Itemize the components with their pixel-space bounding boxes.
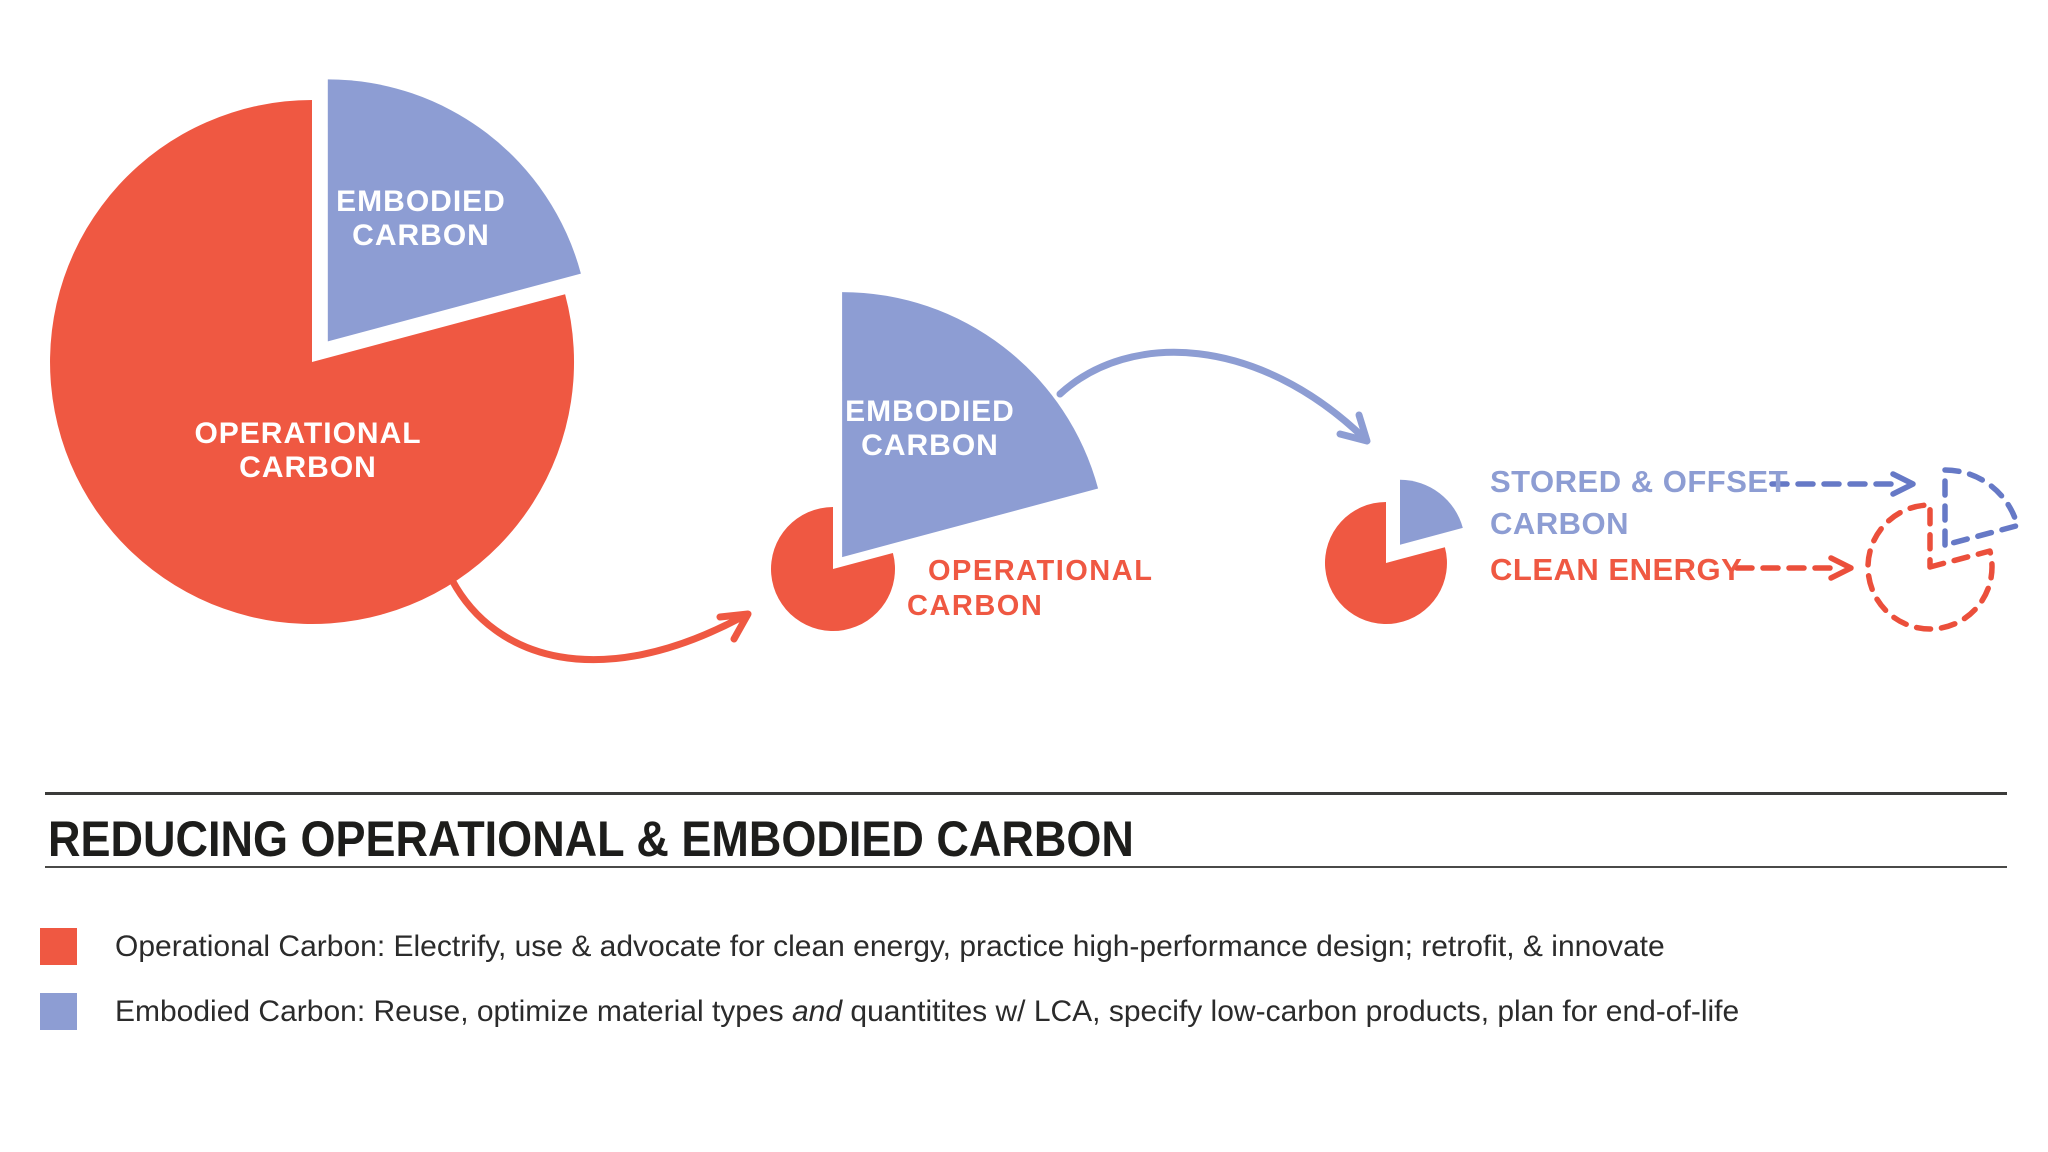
- big-pie-embodied-label-line2: CARBON: [352, 219, 490, 252]
- stored-offset-label-line2: CARBON: [1490, 506, 1630, 541]
- big-pie-operational-slice: [50, 100, 575, 624]
- stored-offset-label-line1: STORED & OFFSET: [1490, 464, 1789, 499]
- mid-wedge-embodied-label: EMBODIED CARBON: [845, 395, 1015, 463]
- operational-reduction-arrowhead-icon: [716, 610, 752, 643]
- future-embodied-dashed-wedge: [1942, 467, 2021, 548]
- legend-embodied-text-after: quantitites w/ LCA, specify low-carbon p…: [842, 995, 1740, 1028]
- operational-reduction-arrow: [448, 576, 744, 664]
- mid-pie-operational-label-line2: CARBON: [907, 590, 1044, 622]
- legend-embodied-text: Embodied Carbon: Reuse, optimize materia…: [115, 993, 1739, 1030]
- legend-row-operational: Operational Carbon: Electrify, use & adv…: [40, 928, 1665, 965]
- mid-pie-operational-label-line1: OPERATIONAL: [928, 555, 1154, 587]
- big-pie-operational-label: OPERATIONAL CARBON: [194, 417, 421, 485]
- legend-operational-text: Operational Carbon: Electrify, use & adv…: [115, 928, 1665, 965]
- small-pie-operational-slice: [1324, 502, 1447, 624]
- legend-row-embodied: Embodied Carbon: Reuse, optimize materia…: [40, 993, 1739, 1030]
- mid-wedge-embodied-label-line2: CARBON: [861, 429, 999, 462]
- page-title: REDUCING OPERATIONAL & EMBODIED CARBON: [48, 811, 1134, 867]
- legend-operational-text-before: Operational Carbon: Electrify, use & adv…: [115, 930, 1665, 963]
- small-pie-embodied-slice: [1400, 479, 1463, 545]
- legend-embodied-text-before: Embodied Carbon: Reuse, optimize materia…: [115, 995, 792, 1028]
- big-pie-embodied-slice: [327, 79, 581, 342]
- stored-offset-carbon-label: STORED & OFFSET CARBON: [1490, 461, 1788, 545]
- clean-energy-arrowhead-icon: [1828, 555, 1854, 581]
- big-pie-operational-label-line2: CARBON: [239, 451, 377, 484]
- operational-swatch-icon: [40, 928, 77, 965]
- stored-offset-arrowhead-icon: [1890, 471, 1916, 497]
- title-top-rule: [45, 792, 2007, 795]
- mid-pie-operational-slice: [771, 507, 896, 631]
- pie-shapes: [50, 79, 2021, 632]
- title-bottom-rule: [45, 866, 2007, 868]
- big-pie-embodied-label-line1: EMBODIED: [336, 185, 506, 218]
- embodied-reduction-arrow: [1056, 348, 1368, 442]
- legend-embodied-text-italic: and: [792, 995, 843, 1028]
- big-pie-embodied-label: EMBODIED CARBON: [336, 185, 506, 253]
- big-pie-operational-label-line1: OPERATIONAL: [194, 417, 422, 450]
- mid-wedge-embodied-label-line1: EMBODIED: [845, 395, 1015, 428]
- clean-energy-label: CLEAN ENERGY: [1490, 552, 1743, 587]
- future-operational-dashed-pie: [1865, 502, 1995, 632]
- mid-embodied-wedge: [842, 292, 1099, 558]
- embodied-reduction-arrowhead-icon: [1336, 411, 1371, 445]
- embodied-swatch-icon: [40, 993, 77, 1030]
